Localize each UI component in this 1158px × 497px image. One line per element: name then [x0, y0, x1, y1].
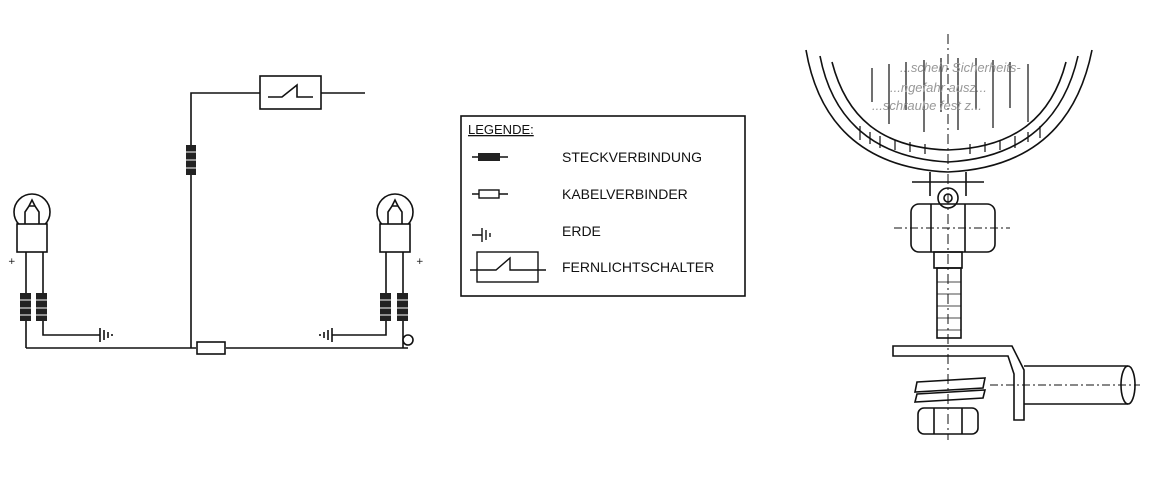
- wiring-diagram: [25, 92, 408, 349]
- right-lamp-icon: [376, 193, 414, 253]
- cable-joint-icon: [472, 189, 508, 199]
- legend-label-cable-joint: KABELVERBINDER: [562, 186, 688, 202]
- ground-icon: [92, 328, 338, 342]
- terminal-icon: [402, 334, 414, 346]
- connector-plug-icon: [20, 145, 408, 321]
- legend-label-ground: ERDE: [562, 223, 601, 239]
- svg-text:+: +: [416, 257, 424, 267]
- gauge-mount-drawing: [805, 34, 1140, 440]
- high-beam-switch: [259, 75, 322, 110]
- svg-text:...schraube fest z...: ...schraube fest z...: [872, 98, 982, 113]
- svg-text:+: +: [8, 257, 16, 267]
- svg-text:...ngefahr ausz...: ...ngefahr ausz...: [890, 80, 987, 95]
- switch-icon: [470, 251, 546, 283]
- switch-feed-wire: [190, 92, 365, 348]
- legend-title: LEGENDE:: [468, 122, 534, 137]
- left-lamp-icon: [13, 193, 51, 253]
- legend-label-switch: FERNLICHTSCHALTER: [562, 259, 714, 275]
- cable-joint-icon: [196, 341, 226, 355]
- ground-icon: [472, 228, 491, 242]
- connector-plug-icon: [472, 153, 508, 161]
- right-lamp-wire: [338, 252, 404, 348]
- left-lamp-wire: [25, 252, 92, 348]
- legend-label-plug: STECKVERBINDUNG: [562, 149, 702, 165]
- legend-box: LEGENDE: STECKVERBINDUNG KABELVERBINDER …: [460, 115, 746, 297]
- gauge-faint-text: ...schein Sicherheits- ...ngefahr ausz..…: [872, 60, 1021, 113]
- svg-text:...schein Sicherheits-: ...schein Sicherheits-: [900, 60, 1021, 75]
